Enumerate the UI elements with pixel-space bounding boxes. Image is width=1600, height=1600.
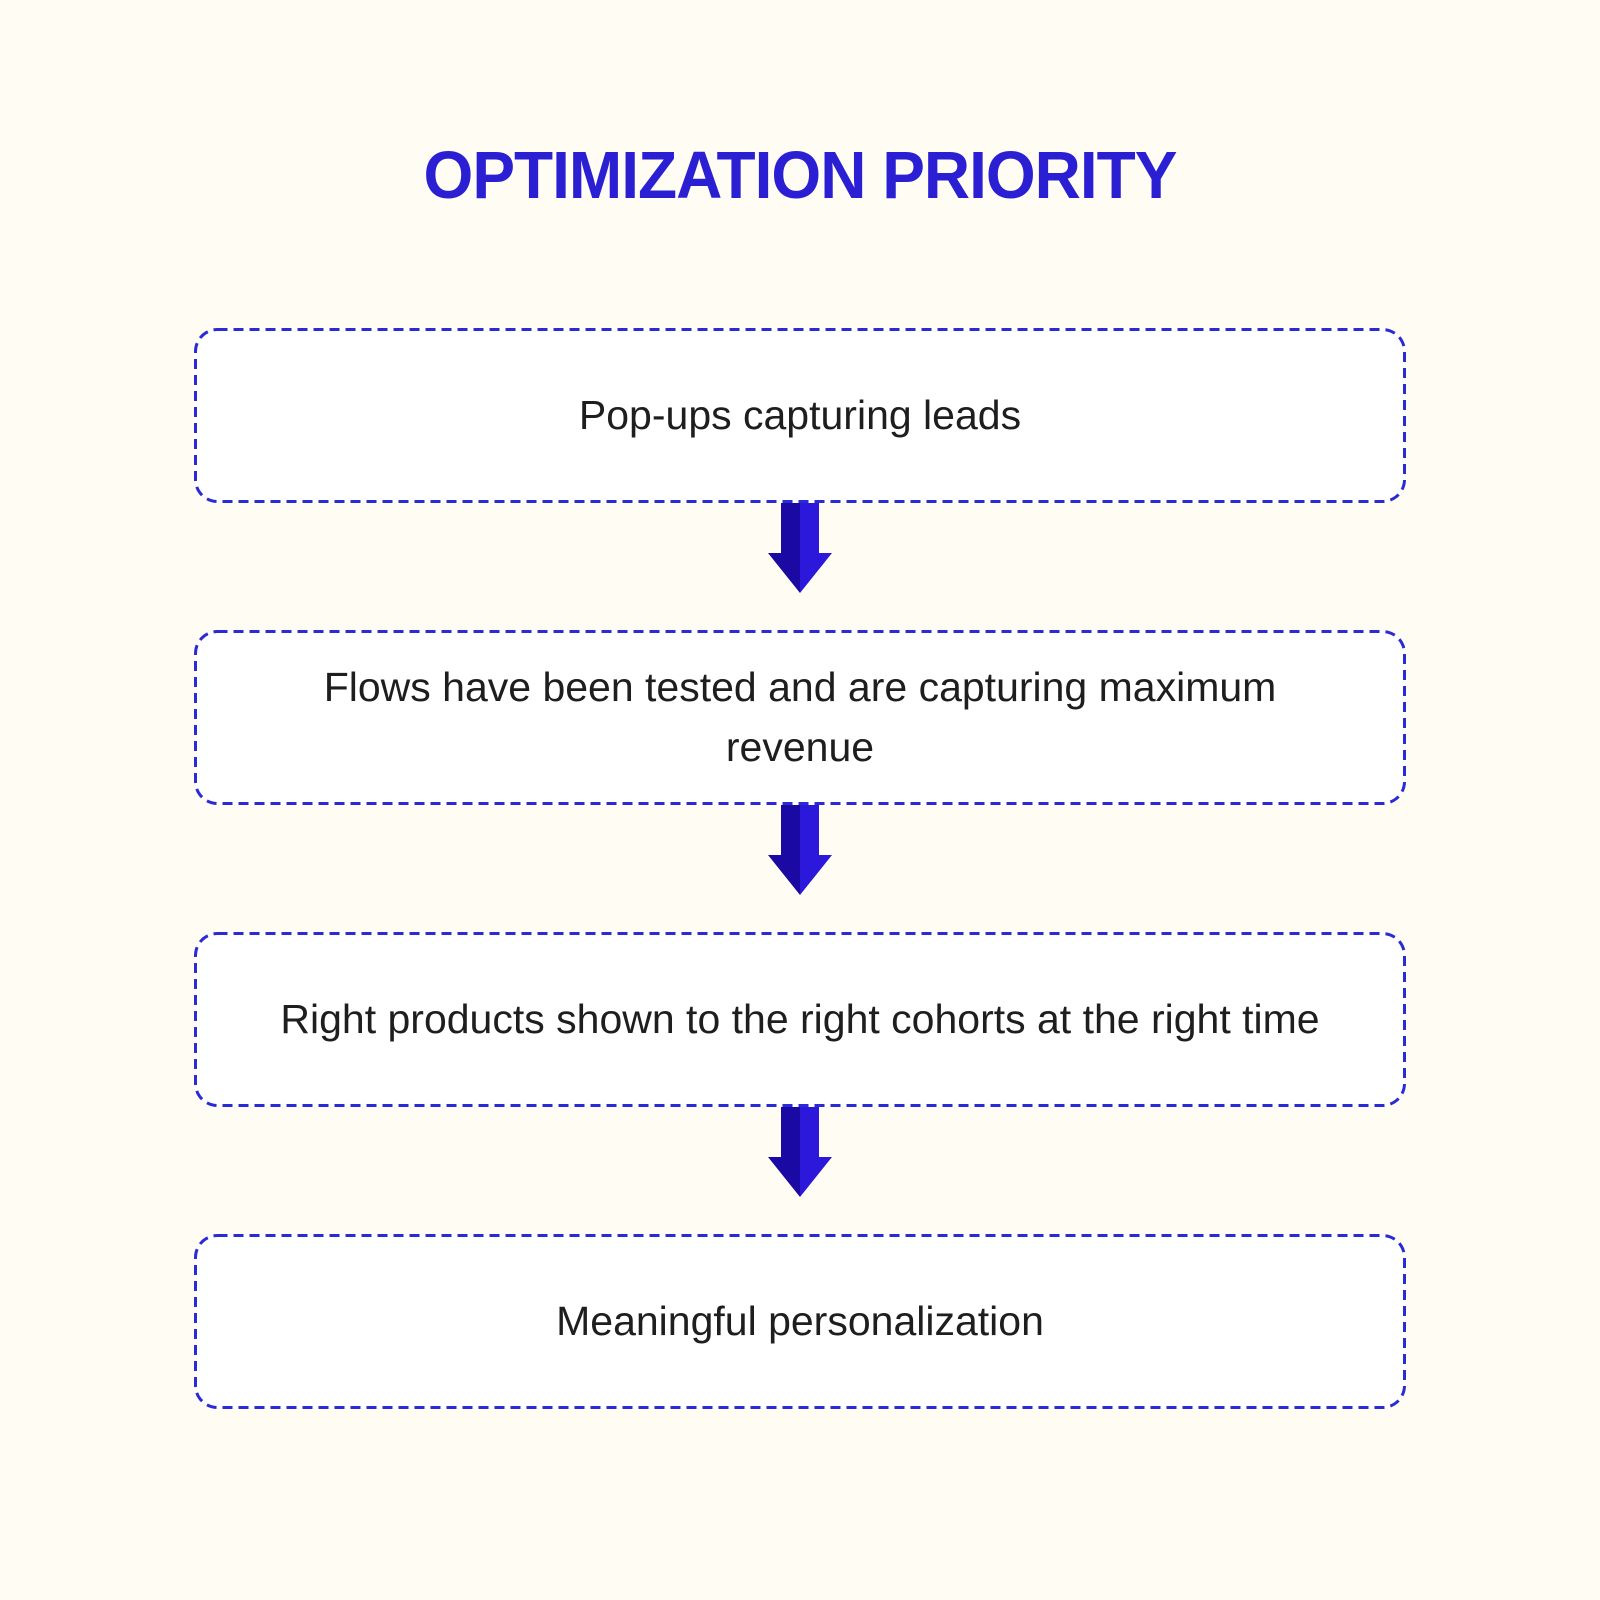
page-title: OPTIMIZATION PRIORITY	[423, 137, 1178, 213]
dashed-border	[194, 932, 1406, 1107]
dashed-border	[194, 328, 1406, 503]
flow-box-label: Meaningful personalization	[556, 1297, 1044, 1344]
down-arrow-icon	[768, 1107, 832, 1197]
flow-box-flows: Flows have been tested and are capturing…	[194, 630, 1406, 805]
flow-box-label: Right products shown to the right cohort…	[280, 995, 1320, 1042]
flow-box-popups: Pop-ups capturing leads	[194, 328, 1406, 503]
dashed-border	[194, 630, 1406, 805]
down-arrow-icon	[768, 503, 832, 593]
flow-box-label: Flows have been tested and are capturing…	[323, 664, 1277, 770]
down-arrow-icon	[768, 805, 832, 895]
flow-box-personalization: Meaningful personalization	[194, 1234, 1406, 1409]
flow-box-right-products: Right products shown to the right cohort…	[194, 932, 1406, 1107]
dashed-border	[194, 1234, 1406, 1409]
flow-box-label: Pop-ups capturing leads	[578, 391, 1022, 438]
